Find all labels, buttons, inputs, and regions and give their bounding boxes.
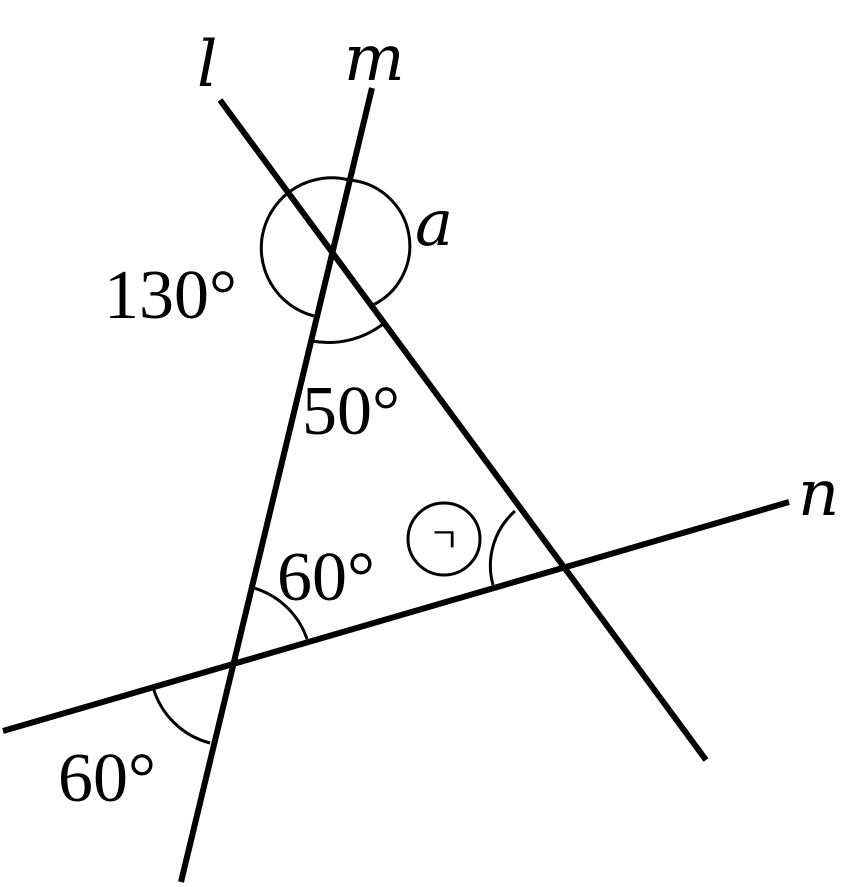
line-label-n: n bbox=[798, 457, 839, 531]
angle-label-60-inner: 60° bbox=[277, 539, 375, 616]
line-n bbox=[2, 499, 790, 734]
angle-label-a: a bbox=[415, 187, 453, 261]
angle-marker-label: ㄱ bbox=[428, 521, 459, 561]
angle-arc-a bbox=[348, 178, 412, 307]
angle-label-130: 130° bbox=[104, 257, 237, 334]
angle-arc-60-inner bbox=[249, 585, 309, 640]
line-label-l: l bbox=[197, 28, 217, 102]
angle-label-60-outer: 60° bbox=[58, 740, 156, 817]
angle-arc-130 bbox=[259, 176, 350, 318]
angle-arc-marked bbox=[488, 509, 516, 586]
angle-arc-50 bbox=[311, 322, 384, 344]
angle-arc-60-outer bbox=[151, 686, 211, 745]
line-m bbox=[178, 87, 375, 883]
line-label-m: m bbox=[344, 22, 405, 96]
angle-marker-circle bbox=[406, 501, 482, 577]
line-l bbox=[217, 98, 709, 762]
angle-label-50: 50° bbox=[302, 373, 400, 450]
